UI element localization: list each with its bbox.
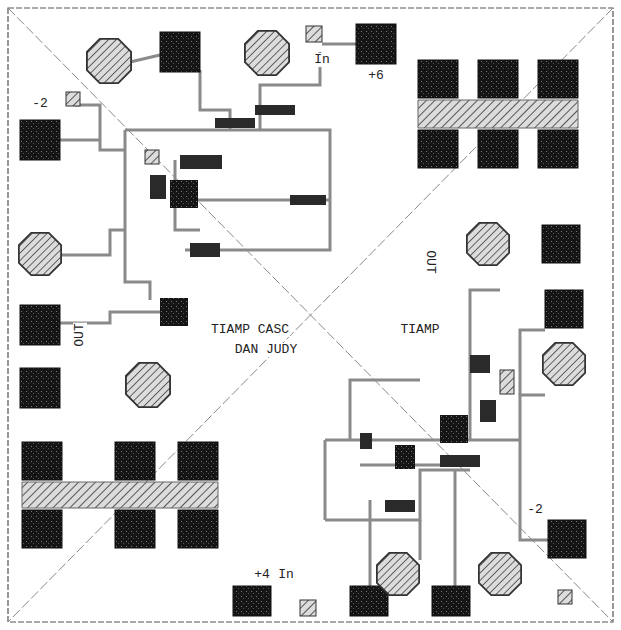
pin-label: -2	[31, 97, 49, 111]
component	[145, 105, 326, 326]
diagonal	[8, 8, 613, 622]
octagon-pad	[19, 31, 585, 595]
pin-label: +6	[367, 69, 385, 83]
pin-label: In	[313, 53, 331, 67]
pin-label: OUT	[423, 249, 437, 274]
pin-label: OUT	[73, 322, 87, 347]
pin-label: TIAMP	[399, 323, 440, 337]
pin-label: DAN JUDY	[234, 343, 298, 357]
component	[360, 355, 514, 512]
hatched-band	[22, 482, 218, 508]
pin-label: -2	[526, 503, 544, 517]
pin-label: +4	[253, 568, 271, 582]
pin-label: TIAMP CASC	[210, 323, 290, 337]
diagonal	[8, 8, 613, 622]
chip-border	[8, 8, 613, 622]
small-pad	[66, 26, 572, 616]
trace	[325, 290, 548, 590]
hatched-band	[418, 100, 578, 128]
pin-label: In	[277, 568, 295, 582]
trace	[60, 44, 356, 323]
bond-pad	[20, 24, 586, 616]
